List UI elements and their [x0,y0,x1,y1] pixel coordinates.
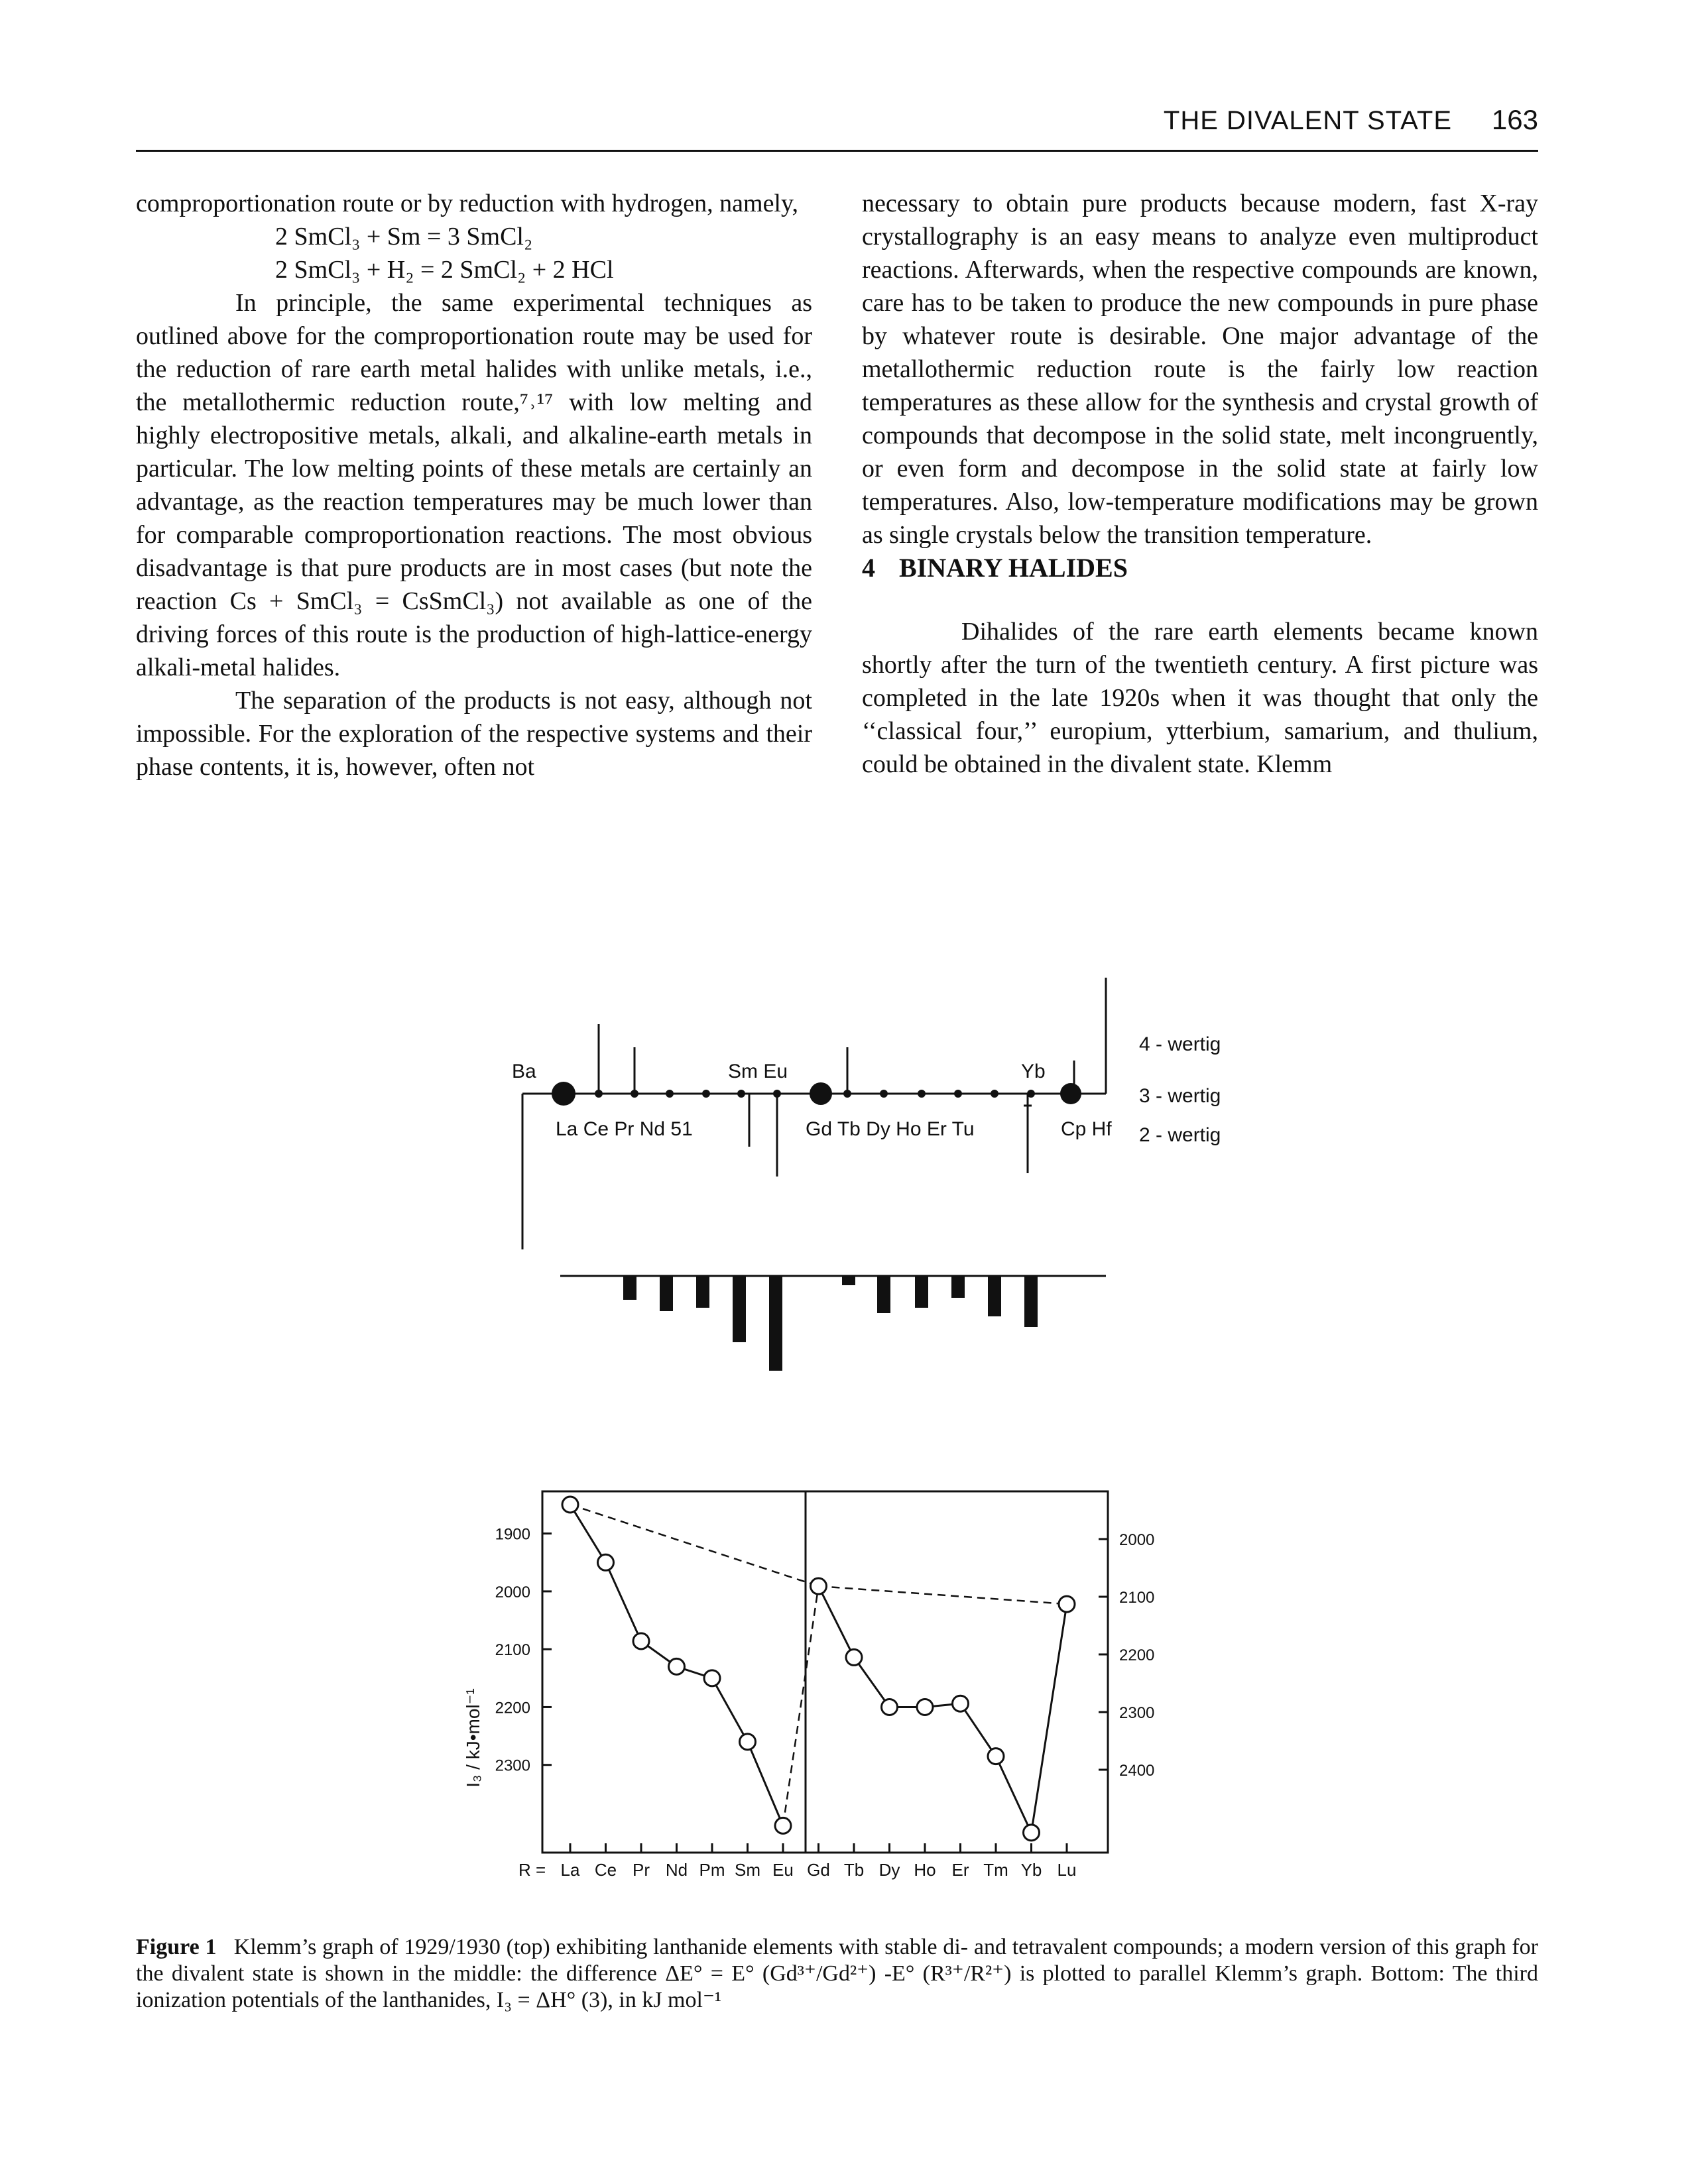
right-column: necessary to obtain pure products becaus… [862,187,1538,781]
y-tick-label-left: 1900 [495,1526,530,1544]
big-dot-ba [552,1082,575,1106]
x-tick-label: Yb [1021,1860,1042,1880]
delta-e-bar-graph [560,1275,1106,1371]
delta-e-bar [988,1276,1001,1316]
page-number: 163 [1491,104,1538,135]
plot-frame [541,1490,1109,1854]
data-point-yb [1022,1823,1040,1842]
x-tick-label: Ce [595,1860,617,1880]
ionization-potential-chart: 1900 2000 2100 2200 2300 2000 2100 2200 2300 240… [463,1490,1154,1880]
series-line-gd-lu [817,1585,1068,1836]
big-dot-eu [810,1082,832,1105]
data-point-er [951,1694,969,1713]
data-point-pm [703,1669,721,1688]
delta-e-bar [769,1276,782,1371]
section-heading: 4 BINARY HALIDES [862,551,1538,585]
label-4-wertig: 4 - wertig [1139,1033,1221,1055]
delta-e-bar [1024,1276,1038,1327]
x-tick-label: La [561,1860,580,1880]
data-point-nd [668,1657,686,1676]
x-tick-label: Ho [914,1860,936,1880]
y-tick-label-left: 2300 [495,1757,530,1775]
data-point-sm [739,1733,756,1751]
paragraph: comproportionation route or by reduction… [136,190,799,217]
x-tick-label: Nd [666,1860,688,1880]
series-line-la-eu [569,1504,784,1826]
x-tick-label: Eu [772,1860,794,1880]
klemm-graph-1929 [521,978,1107,1249]
x-tick-label: Pm [699,1860,725,1880]
dashed-connection [570,1503,819,1587]
delta-e-bar [951,1276,965,1298]
data-point-ce [597,1553,615,1572]
x-tick-label: Tm [983,1860,1008,1880]
label-ba: Ba [512,1061,536,1082]
y-tick-label-right: 2400 [1119,1762,1154,1780]
y-tick-label-right: 2200 [1119,1646,1154,1664]
label-la-to-51: La Ce Pr Nd 51 [556,1118,693,1140]
label-cp-hf: Cp Hf [1061,1118,1112,1140]
caption-text: Klemm’s graph of 1929/1930 (top) exhibit… [136,1935,1538,2012]
y-tick-label-right: 2100 [1119,1589,1154,1607]
data-point-la [561,1495,579,1514]
left-column: comproportionation route or by reduction… [136,187,812,783]
data-point-gd [810,1577,827,1595]
delta-e-bar [733,1276,746,1342]
y-tick-label-right: 2300 [1119,1704,1154,1722]
label-2-wertig: 2 - wertig [1139,1124,1221,1146]
x-tick-label: Gd [807,1860,830,1880]
x-tick-label: Pr [633,1860,650,1880]
dashed-connection [818,1585,1067,1605]
equation-2: 2 SmCl₃ + H₂ = 2 SmCl₂ + 2 HCl [275,256,614,284]
y-tick-label-left: 2200 [495,1699,530,1717]
section-number: 4 [862,553,875,583]
x-tick-label: Er [952,1860,969,1880]
delta-e-bar [660,1276,673,1311]
data-point-eu [774,1816,792,1835]
data-point-pr [632,1632,650,1650]
equation-1: 2 SmCl₃ + Sm = 3 SmCl₂ [275,223,533,251]
label-3-wertig: 3 - wertig [1139,1085,1221,1107]
figure-caption: Figure 1 Klemm’s graph of 1929/1930 (top… [136,1934,1538,2014]
x-tick-label: Dy [879,1860,900,1880]
x-axis-prefix: R = [518,1860,546,1880]
x-tick-label: Sm [735,1860,760,1880]
caption-label: Figure 1 [136,1935,217,1959]
label-yb: Yb [1021,1061,1046,1082]
delta-e-bar [915,1276,928,1308]
paragraph: The separation of the products is not ea… [136,687,812,781]
paragraph: necessary to obtain pure products becaus… [862,190,1538,549]
data-point-tb [845,1648,863,1666]
dashed-connection [782,1585,819,1826]
running-title: THE DIVALENT STATE [1163,106,1452,135]
delta-e-bar [696,1276,709,1308]
running-header: THE DIVALENT STATE 163 [136,104,1538,152]
data-point-ho [916,1697,934,1716]
y-axis-label: I₃ / kJ•mol⁻¹ [463,1688,483,1788]
delta-e-bar [877,1276,890,1313]
section-title: BINARY HALIDES [899,553,1128,583]
element-dots [552,1082,1081,1106]
label-sm-eu: Sm Eu [728,1061,788,1082]
data-point-tm [987,1747,1005,1766]
y-tick-label-right: 2000 [1119,1531,1154,1549]
x-tick-label: Lu [1058,1860,1077,1880]
big-dot-yb [1060,1083,1081,1104]
x-tick-label: Tb [844,1860,864,1880]
y-tick-label-left: 2000 [495,1583,530,1601]
delta-e-bar [623,1276,636,1300]
delta-e-bar [842,1276,855,1285]
y-tick-label-left: 2100 [495,1641,530,1659]
paragraph: In principle, the same experimental tech… [136,289,812,681]
data-point-dy [880,1697,898,1716]
paragraph: Dihalides of the rare earth elements bec… [862,618,1538,778]
label-gd-to-tu: Gd Tb Dy Ho Er Tu [806,1118,975,1140]
data-point-lu [1058,1595,1076,1613]
